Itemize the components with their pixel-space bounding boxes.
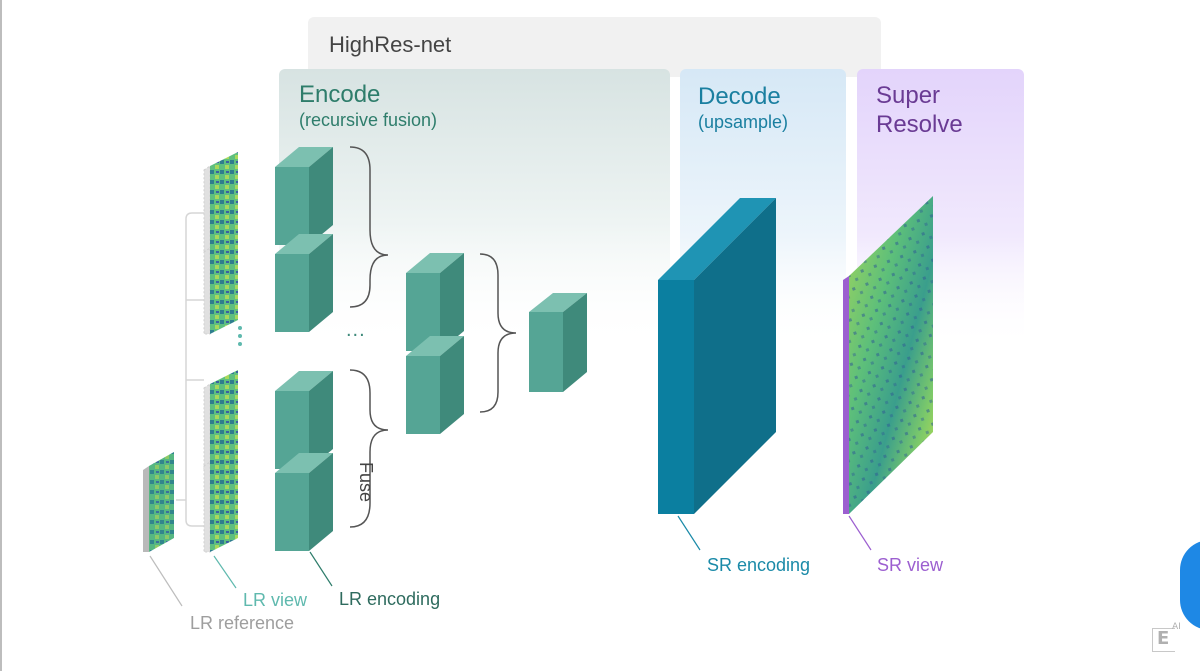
super-resolve-title-line2: Resolve: [876, 111, 963, 138]
encoding-cube: [275, 234, 333, 332]
watermark-letter: E: [1157, 628, 1170, 649]
lr-view-label: LR view: [243, 590, 308, 610]
lr-views-bracket: [185, 212, 204, 527]
lr-view-tile: [203, 152, 238, 253]
lr-view-vertical-ellipsis: [238, 326, 242, 346]
sr-view-leader: [848, 515, 872, 551]
fuse-label: Fuse: [356, 462, 376, 502]
sr-view-label: SR view: [877, 555, 944, 575]
lr-reference-tile: [143, 452, 174, 552]
sr-encoding-label: SR encoding: [707, 555, 810, 575]
encode-title: Encode: [299, 81, 380, 108]
watermark-logo: E AI: [1152, 622, 1182, 652]
fuse-brace-level2: [479, 253, 517, 413]
lr-encoding-label: LR encoding: [339, 589, 440, 609]
decode-title: Decode: [698, 83, 781, 110]
encode-subtitle: (recursive fusion): [299, 110, 437, 130]
lr-view-tile: [203, 234, 238, 335]
lr-view-tile: [203, 370, 238, 471]
sr-view-plane: [843, 196, 933, 514]
encoding-ellipsis: ...: [346, 319, 366, 341]
highres-net-header-panel: [308, 17, 881, 77]
lr-encoding-leader: [309, 551, 333, 587]
side-floating-button[interactable]: [1180, 540, 1200, 630]
lr-view-leader: [213, 555, 237, 589]
lr-view-tiles: [203, 152, 238, 553]
sr-encoding-leader: [677, 515, 701, 551]
sr-encoding-slab: [658, 198, 776, 514]
fused-encoding-cubes: [406, 253, 464, 434]
lr-reference-label: LR reference: [190, 613, 294, 633]
encoding-cube: [275, 147, 333, 245]
fuse-braces-level1: [349, 146, 389, 528]
watermark-superscript: AI: [1172, 622, 1181, 632]
encoding-cube: [406, 336, 464, 434]
left-edge-bar: [0, 0, 2, 671]
final-fused-cube: [529, 293, 587, 392]
encoding-cube: [275, 371, 333, 469]
lr-view-tile: [203, 448, 238, 553]
lr-encoding-cubes: [275, 147, 333, 551]
encode-panel: [279, 69, 670, 349]
lr-reference-leader: [149, 555, 183, 607]
super-resolve-title-line1: Super: [876, 82, 940, 109]
decode-subtitle: (upsample): [698, 112, 788, 132]
encoding-cube: [275, 453, 333, 551]
watermark-box: [1152, 628, 1175, 652]
highres-net-title: HighRes-net: [329, 32, 451, 57]
